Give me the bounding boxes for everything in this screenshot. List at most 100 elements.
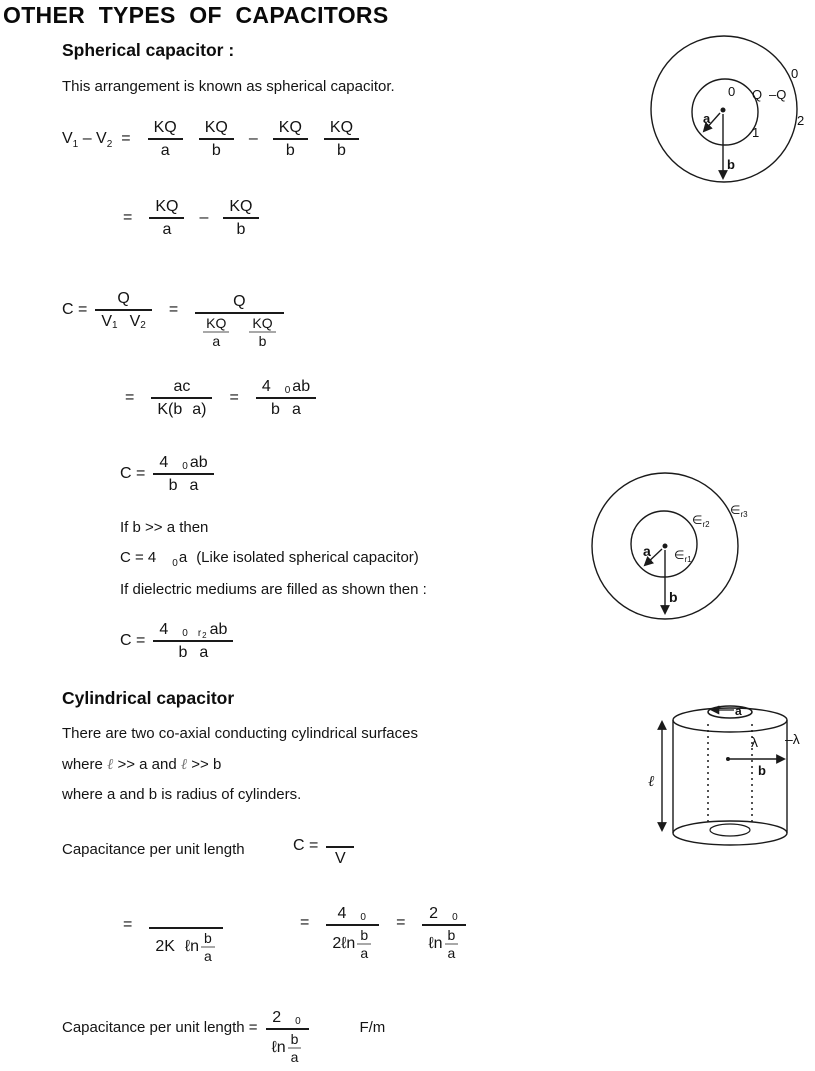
var-a: a [291, 401, 301, 419]
surface-1-label: 1 [752, 125, 759, 140]
unit-fm: F/m [359, 1018, 386, 1036]
radius-a-label: a [703, 111, 711, 126]
fraction-bar [147, 138, 183, 141]
numerator: KQ [153, 119, 177, 136]
section-heading-cylindrical: Cylindrical capacitor [62, 688, 235, 708]
var-v: V [62, 130, 73, 148]
fraction-bar [249, 331, 276, 333]
coef-4: 4 [159, 621, 169, 638]
inner-cylinder-top [707, 705, 753, 719]
denominator: a [447, 944, 456, 961]
var-b: b [178, 644, 188, 662]
condition-dielectric: If dielectric mediums are filled as show… [120, 581, 427, 598]
script-l: ℓ [180, 755, 188, 773]
cylinder-line3: where a and b is radius of cylinders. [62, 786, 302, 803]
sub-0: 0 [182, 460, 188, 472]
fraction: V [326, 839, 355, 869]
numerator: b [290, 1031, 299, 1048]
center-dot [662, 543, 668, 549]
formula-c-lambda-over-v: C = V [293, 831, 362, 867]
epsilon-sub: r2 [702, 520, 710, 529]
fraction-bar [149, 927, 223, 929]
equals-sign: = [123, 209, 133, 227]
denominator: b [236, 221, 246, 239]
var-a: a [178, 549, 188, 566]
fraction-bar [95, 309, 152, 312]
inner-radius-a-label: a [735, 704, 742, 718]
equals-sign: = [125, 389, 135, 407]
outer-zero-label: 0 [791, 66, 798, 81]
cylindrical-capacitor-diagram: ℓ a λ –λ b [648, 704, 800, 846]
lambda-label: λ [751, 734, 758, 750]
radius-b-label: b [758, 763, 766, 778]
surface-2-label: 2 [797, 113, 804, 128]
fraction-bar [151, 397, 213, 400]
ln-symbol: ℓn [428, 935, 443, 953]
iso-note: (Like isolated spherical capacitor) [196, 549, 419, 566]
final-label: Capacitance per unit length = [62, 1018, 258, 1036]
coef-2: 2 [272, 1009, 282, 1026]
equals-sign: = [300, 914, 310, 932]
numerator: b [447, 927, 456, 944]
fraction-bar [265, 1028, 310, 1031]
coef-4: 4 [159, 454, 169, 471]
fraction-bar [326, 924, 380, 927]
text: where [62, 756, 103, 773]
fraction: KQ a [147, 117, 183, 161]
epsilon-sub: r3 [740, 510, 748, 519]
inner-zero-label: 0 [728, 84, 735, 99]
sub-0: 0 [360, 911, 366, 923]
equals-sign: = [229, 389, 239, 407]
page-title: OTHER TYPES OF CAPACITORS [3, 2, 389, 28]
sub-1: 1 [72, 139, 79, 151]
iso-pre: C = 4 [120, 549, 157, 566]
var-ab: ab [209, 621, 228, 638]
denominator: a [160, 142, 170, 160]
sub-0: 0 [284, 384, 291, 396]
denominator: a [204, 947, 212, 964]
sub-2: 2 [140, 320, 146, 332]
f6-lhs: C = [120, 632, 146, 650]
numerator: Q [117, 290, 130, 308]
var-b: b [271, 401, 280, 419]
fraction-bar [195, 312, 284, 315]
sub-2: 2 [202, 630, 207, 640]
fraction-bar [223, 217, 259, 220]
dielectric-sphere-diagram: a b ∈r1 ∈r2 ∈r3 [591, 472, 748, 620]
sub-0: 0 [182, 627, 188, 639]
f7-lhs: C = [293, 837, 319, 855]
numerator: KQ [155, 198, 179, 215]
epsilon-symbol: ∈ [692, 513, 702, 527]
neg-lambda-label: –λ [785, 731, 800, 747]
charge-negq-label: –Q [769, 87, 786, 102]
fraction-bar [255, 397, 317, 400]
radius-a-label: a [643, 543, 651, 559]
sub-r: r [197, 627, 202, 639]
radius-a-arrow [702, 112, 721, 133]
cylinder-line1: There are two co-axial conducting cylind… [62, 725, 418, 742]
denominator: b [285, 142, 295, 160]
var-ab: ab [292, 378, 311, 395]
